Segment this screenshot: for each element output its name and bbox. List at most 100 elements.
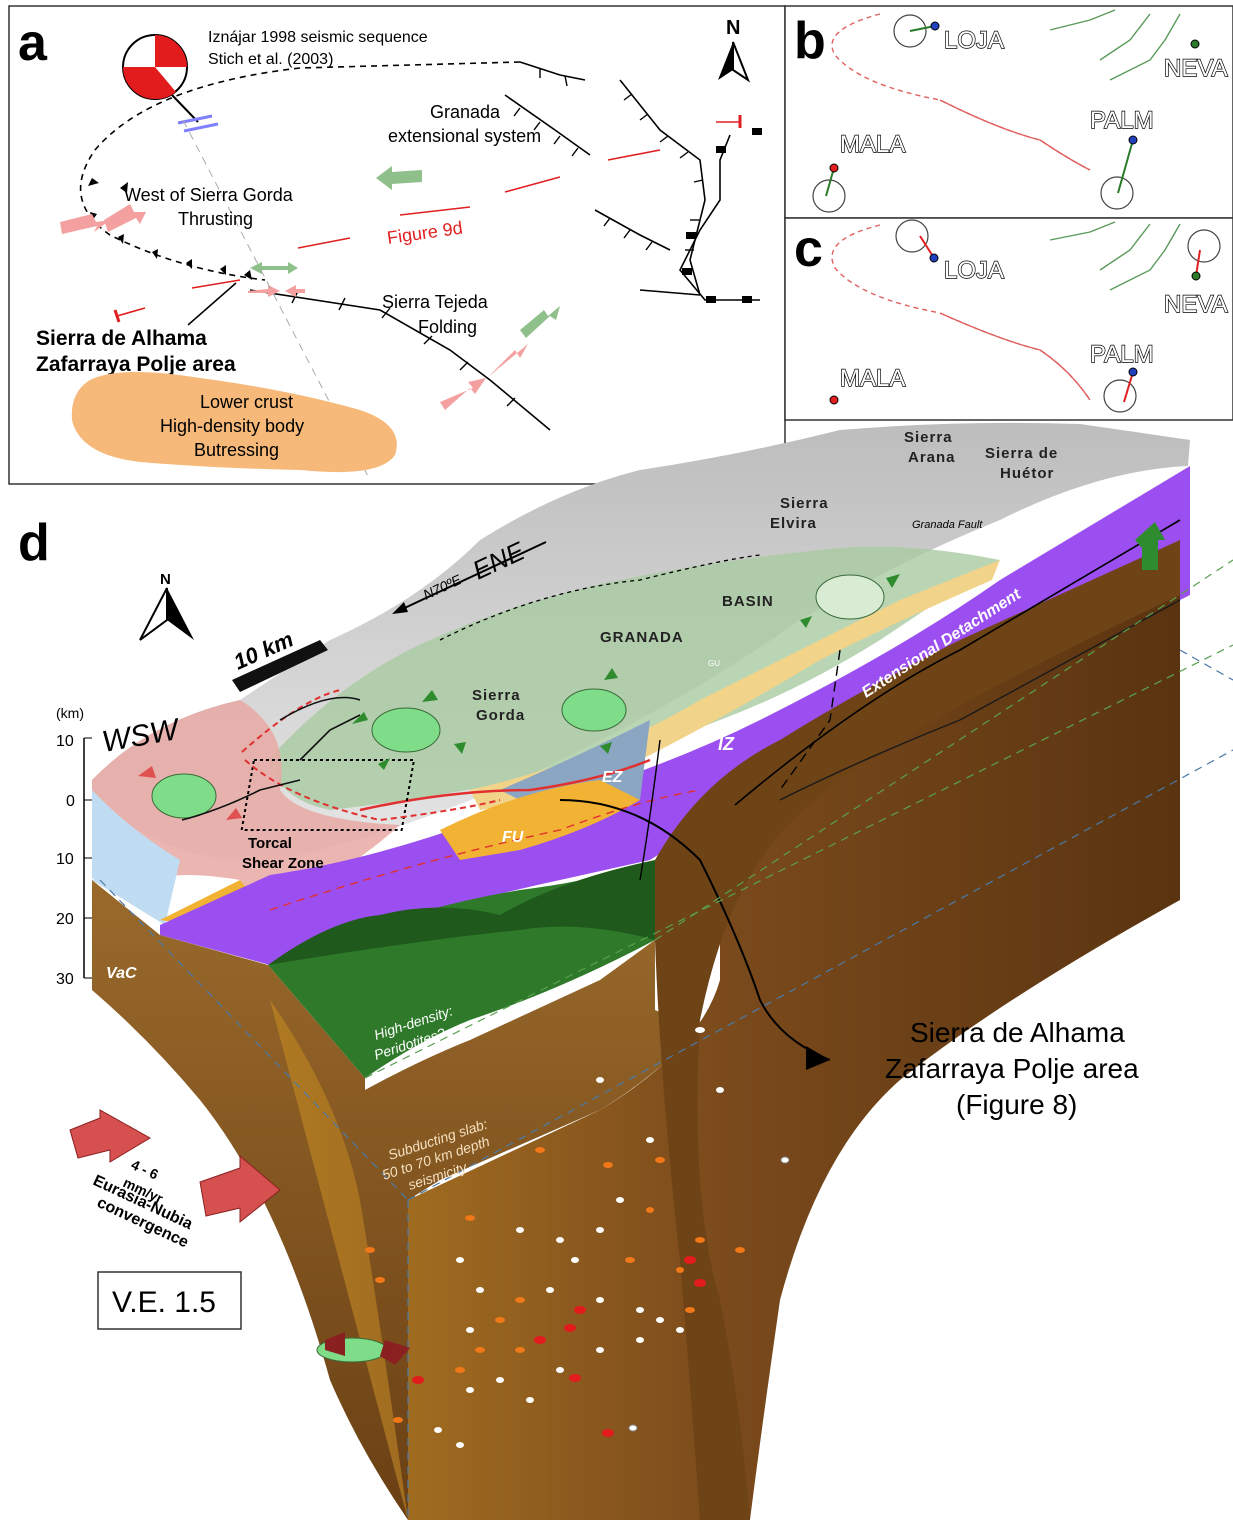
north-arrow-d-icon: N <box>139 571 194 641</box>
stress-discs <box>151 574 885 819</box>
mantle-high-density-top <box>268 860 655 965</box>
high-density-body <box>71 371 397 473</box>
panel-b-station-neva: NEVA <box>1164 55 1228 82</box>
relief-sierra-gorda-1: Sierra <box>472 687 521 704</box>
front-face-left-blue <box>92 790 180 925</box>
slab-edge <box>779 599 1181 801</box>
projection-lines <box>99 559 1233 1520</box>
panel-a: a Iznájar 1998 seismic sequence Stich et… <box>8 5 786 485</box>
relief-granada-fault: Granada Fault <box>912 519 983 531</box>
panel-d-letter: d <box>18 514 50 572</box>
panel-c-station-loja: LOJA <box>944 257 1004 284</box>
compression-arrows-d <box>138 766 242 820</box>
scale-bar <box>232 640 328 692</box>
panel-c-station-mala: MALA <box>840 365 905 392</box>
granada-line1: Granada <box>430 102 501 122</box>
panel-b-station-palm: PALM <box>1090 107 1154 134</box>
sediment-strip <box>470 560 1000 810</box>
vac-front <box>92 880 700 1520</box>
panel-b-station-loja: LOJA <box>944 27 1004 54</box>
basin-boundary <box>439 554 761 641</box>
ve-label: V.E. 1.5 <box>112 1286 216 1319</box>
panel-c-station-neva: NEVA <box>1164 291 1228 318</box>
tejeda-line1: Sierra Tejeda <box>382 292 489 312</box>
convergence-arrows-icon <box>69 1109 281 1224</box>
relief-basin: BASIN <box>722 593 774 610</box>
seismicity-events <box>365 1007 790 1448</box>
ez-boundary <box>639 739 661 881</box>
north-a-label: N <box>726 17 740 39</box>
panel-c-letter: c <box>794 220 823 278</box>
relief-granada: GRANADA <box>600 629 684 646</box>
alhama-box <box>240 759 416 831</box>
granada-fault-trace <box>779 649 841 791</box>
slab-surface <box>270 580 1180 1520</box>
callout-arrow-path <box>559 799 831 1061</box>
panel-b-thrust <box>831 13 1091 171</box>
depth-tick-4: 20 <box>56 911 74 928</box>
relief-sierra-gorda-2: Gorda <box>476 707 525 724</box>
panel-b-fold <box>939 99 1091 171</box>
unit-fu: FU <box>502 829 524 846</box>
north-d-label: N <box>160 571 171 588</box>
depth-tick-5: 30 <box>56 971 74 988</box>
west-line2: Thrusting <box>178 209 253 229</box>
compression-arrows <box>60 204 528 410</box>
panel-c-station-palm: PALM <box>1090 341 1154 368</box>
deep-arrow-right <box>380 1340 410 1365</box>
relief-sierra-elvira-1: Sierra <box>780 495 829 512</box>
panel-b-faults <box>1049 9 1181 81</box>
crust-line2: High-density body <box>160 416 304 436</box>
depth-unit: (km) <box>56 705 84 721</box>
thrust-red-line <box>359 758 651 812</box>
panel-c: c LOJA NEVA MALA PALM <box>784 217 1233 421</box>
callout-line3: (Figure 8) <box>956 1089 1077 1120</box>
section-lines <box>113 115 742 323</box>
callout-line2: Zafarraya Polje area <box>885 1053 1139 1084</box>
relief-sierra-arana-2: Arana <box>908 449 956 466</box>
focal-mechanism-icon <box>122 34 199 123</box>
fu-unit <box>440 780 640 860</box>
panel-c-fold <box>939 312 1091 401</box>
normal-fault-ticks <box>513 68 704 251</box>
panel-b: b LOJA NEVA MALA PALM <box>784 5 1233 219</box>
torcal-line2: Shear Zone <box>242 855 324 872</box>
slab-right-wall <box>655 540 1180 1520</box>
deep-arrow-left <box>325 1332 345 1356</box>
direction-line <box>395 541 547 613</box>
extension-arrows <box>250 166 560 338</box>
panel-a-letter: a <box>18 14 48 72</box>
west-line1: West of Sierra Gorda <box>124 185 294 205</box>
granada-line2: extensional system <box>388 126 541 146</box>
north-arrow-a-icon: N <box>718 17 751 83</box>
focal-caption-line2: Stich et al. (2003) <box>208 51 333 68</box>
panel-c-faults <box>1049 221 1181 291</box>
unit-vac: VaC <box>106 965 137 982</box>
extensional-detachment <box>734 519 1181 806</box>
panel-d: d <box>18 422 1233 1520</box>
relief-sierra-arana-1: Sierra <box>904 429 953 446</box>
torcal-line1: Torcal <box>248 835 292 852</box>
depth-tick-1: 10 <box>56 733 74 750</box>
focal-caption-line1: Iznájar 1998 seismic sequence <box>208 29 428 46</box>
granada-basin-overlay <box>268 546 1000 810</box>
iz-unit-front <box>160 466 1190 965</box>
crust-line3: Butressing <box>194 440 279 460</box>
crust-line1: Lower crust <box>200 392 293 412</box>
unit-ez: EZ <box>602 769 624 786</box>
relief-sierra-hueto-2: Huétor <box>1000 465 1054 482</box>
surface-black-thrusts <box>279 696 361 761</box>
relief-gu: GU <box>708 659 720 668</box>
panel-b-station-mala: MALA <box>840 131 905 158</box>
ve-box <box>97 1271 242 1330</box>
callout-arrowhead <box>806 1046 830 1070</box>
depth-tick-3: 10 <box>56 851 74 868</box>
relief-sierra-hueto-1: Sierra de <box>985 445 1058 462</box>
alhama-line2: Zafarraya Polje area <box>36 353 236 376</box>
strike-slip-blocks <box>682 128 762 303</box>
west-sierra-gorda-thrust <box>79 61 521 281</box>
extension-arrows-d <box>352 522 1165 770</box>
relief-sierra-elvira-2: Elvira <box>770 515 817 532</box>
unit-iz: IZ <box>718 734 735 754</box>
